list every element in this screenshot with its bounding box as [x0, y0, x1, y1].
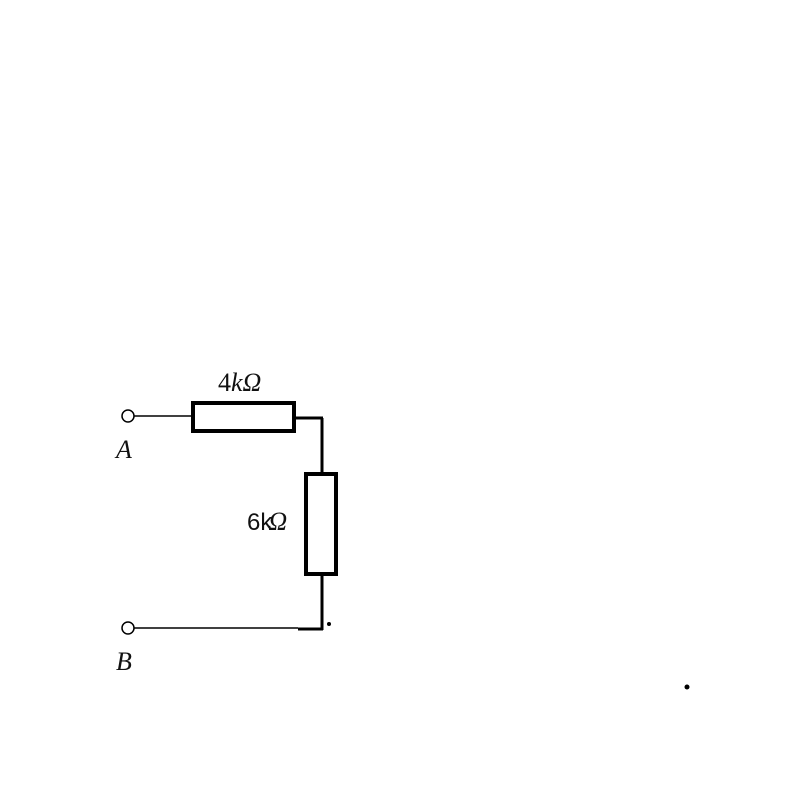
r2-value: 6 — [247, 509, 260, 536]
stray-dot — [684, 684, 690, 690]
junction-dot — [327, 622, 331, 626]
resistor-r1-label: 4kΩ — [218, 368, 261, 397]
r2-unit-prefix: k — [260, 509, 273, 536]
resistor-r2 — [304, 472, 338, 576]
terminal-b-label: B — [116, 647, 132, 676]
terminal-a-label: A — [114, 435, 132, 464]
r1-unit-prefix: k — [231, 368, 243, 397]
resistor-r1 — [191, 401, 296, 433]
terminal-a-node — [121, 409, 135, 423]
resistor-r2-label: 6kΩ — [247, 507, 287, 536]
terminal-b-node — [121, 621, 135, 635]
r1-value: 4 — [218, 368, 231, 397]
r2-unit-symbol: Ω — [268, 507, 287, 536]
r1-unit-symbol: Ω — [243, 368, 262, 397]
